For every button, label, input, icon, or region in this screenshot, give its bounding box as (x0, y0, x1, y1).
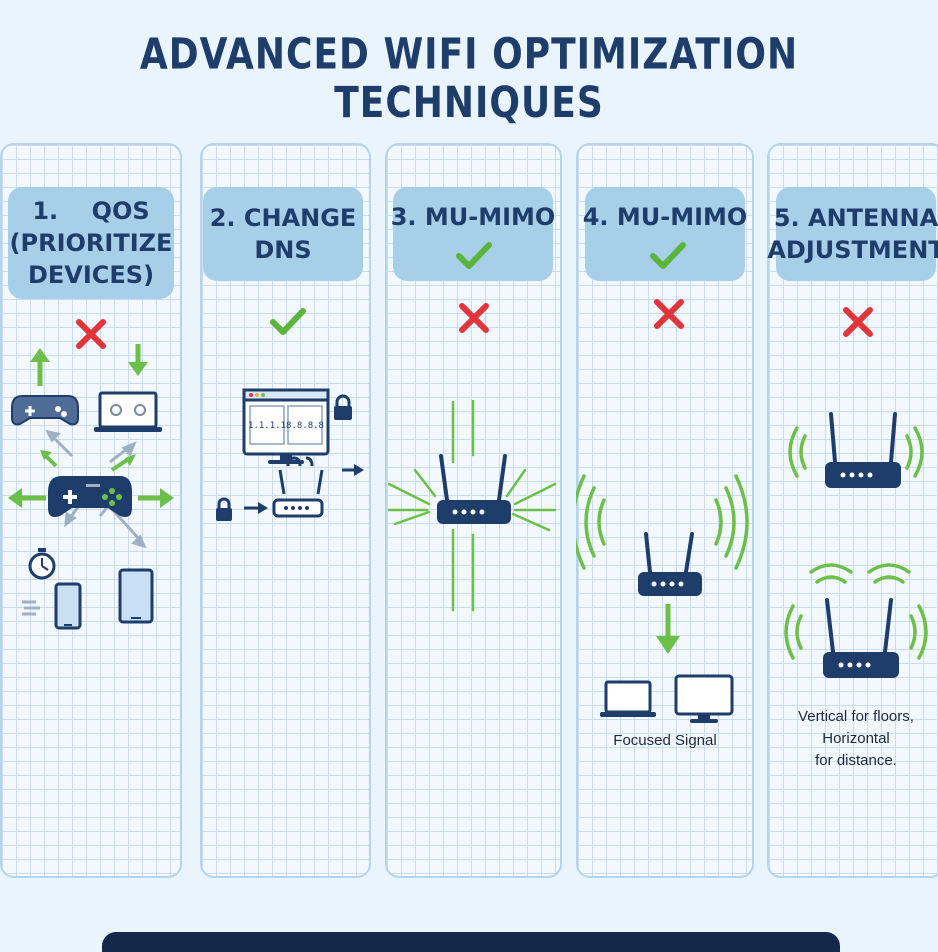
phone-icon (54, 582, 82, 630)
header-line: ADJUSTMENT (767, 236, 938, 264)
caption-line: Vertical for floors, (798, 708, 914, 725)
focused-signal-diagram (576, 474, 749, 723)
router-icon (823, 598, 899, 678)
tablet-icon (118, 568, 154, 624)
arrow-up-icon (30, 348, 50, 386)
wifi-signal-right-icon (714, 474, 749, 570)
page-title: ADVANCED WIFI OPTIMIZATION TECHNIQUES (139, 30, 799, 128)
check-icon (270, 308, 306, 335)
header-line: DEVICES) (27, 261, 155, 289)
beamforming-diagram (387, 400, 557, 612)
header-antenna-adjustment: 5. ANTENNA ADJUSTMENT (767, 187, 938, 281)
header-line: 4. MU-MIMO (582, 203, 748, 231)
header-line: (PRIORITIZE (9, 229, 173, 257)
cross-icon (459, 303, 489, 333)
bottom-banner (102, 932, 840, 952)
caption-antenna-tips: Vertical for floors, Horizontal for dist… (767, 706, 938, 772)
header-line: 1. QOS (32, 197, 150, 225)
header-line: 5. ANTENNA (773, 204, 938, 232)
caption-line: Horizontal (822, 730, 890, 747)
stopwatch-icon (28, 548, 56, 580)
monitor-icon: 1.1.1.1 8.8.8.8 (242, 388, 330, 464)
arrow-down-icon (656, 604, 680, 654)
gamepad-icon (11, 395, 79, 426)
header-mu-mimo-1: 3. MU-MIMO (390, 187, 556, 281)
cross-icon (76, 319, 106, 349)
header-change-dns: 2. CHANGE DNS (203, 187, 363, 281)
arrow-down-icon (128, 344, 148, 376)
dns-diagram: 1.1.1.1 8.8.8.8 (216, 388, 364, 521)
router-icon (437, 454, 511, 524)
caption-line: for distance. (815, 752, 897, 769)
router-icon (825, 412, 901, 488)
laptop-icon (94, 391, 162, 432)
arrow-left-icon (8, 488, 46, 508)
header-line: 2. CHANGE (209, 204, 357, 232)
router-icon (272, 456, 324, 518)
wifi-signal-left-icon (576, 474, 606, 570)
lock-icon (334, 394, 352, 420)
qos-diagram (8, 344, 174, 630)
cross-icon (654, 299, 684, 329)
antenna-angled-diagram (784, 563, 928, 678)
check-icon (456, 242, 492, 269)
lock-icon (216, 497, 232, 521)
antenna-vertical-diagram (788, 412, 924, 488)
caption-focused-signal: Focused Signal (613, 732, 717, 749)
arrow-right-icon (138, 488, 174, 508)
header-line: DNS (254, 236, 312, 264)
router-icon (638, 532, 702, 596)
cross-icon (843, 307, 873, 337)
header-line: 3. MU-MIMO (390, 203, 556, 231)
dns-value-right: 8.8.8.8 (286, 421, 324, 431)
dns-value-left: 1.1.1.1 (248, 421, 286, 431)
check-icon (650, 242, 686, 269)
laptop-icon (600, 680, 656, 717)
header-qos: 1. QOS (PRIORITIZE DEVICES) (8, 187, 174, 299)
monitor-icon (674, 674, 734, 723)
gamepad-icon (48, 476, 132, 517)
